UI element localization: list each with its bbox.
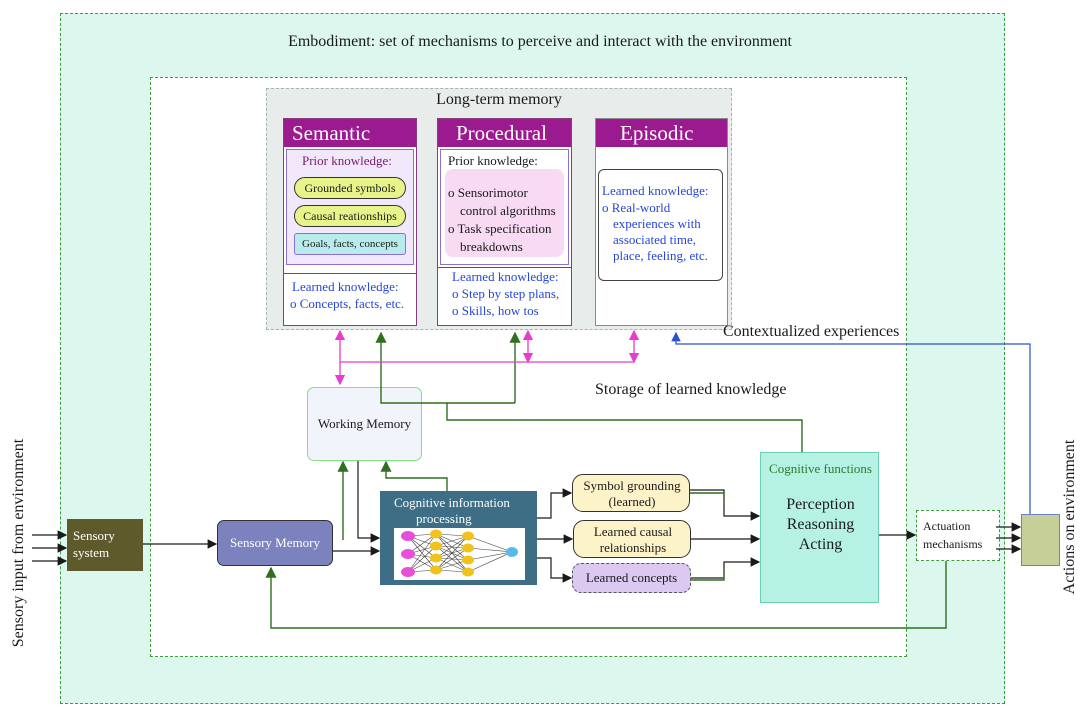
semantic-prior-title: Prior knowledge: (302, 153, 392, 168)
actuation-mechanisms-box: Actuation mechanisms (916, 510, 1000, 561)
procedural-learned-item-1: o Step by step plans, (452, 286, 560, 301)
sensory-input-label: Sensory input from environment (10, 438, 27, 648)
episodic-learned-item-2: experiences with (613, 216, 701, 231)
cip-title-line-1: Cognitive information (394, 495, 510, 510)
neural-network-icon (401, 529, 518, 577)
procedural-prior-pad (445, 169, 564, 257)
semantic-column: Semantic Prior knowledge: Grounded symbo… (283, 118, 417, 326)
semantic-learned-title: Learned knowledge: (292, 279, 399, 294)
arrow-storage-of-learned-knowledge (375, 331, 803, 452)
arrow-symbol-grounding-green (690, 492, 725, 500)
cognitive-functions-title: Cognitive functions (769, 461, 872, 476)
semantic-pill-causal: Causal reationships (294, 205, 406, 227)
actuation-output-arrows (996, 522, 1022, 554)
procedural-header: Procedural (438, 119, 571, 147)
arrow-contextualized-experiences (671, 331, 1031, 514)
arrow-symbol-grounding-to-cog (690, 489, 761, 521)
learned-causal-line-1: Learned causal (593, 524, 673, 539)
cognitive-function-perception: Perception (786, 496, 855, 513)
episodic-learned-title: Learned knowledge: (602, 183, 709, 198)
arrow-cip-to-working-memory (380, 460, 448, 491)
episodic-learned-item-1: o Real-world (602, 200, 671, 215)
arrow-concepts-green (691, 572, 725, 581)
cognitive-functions-box: Cognitive functions Perception Reasoning… (760, 452, 879, 603)
episodic-header: Episodic (596, 119, 727, 147)
symbol-grounding-line-2: (learned) (608, 494, 656, 509)
procedural-learned-title: Learned knowledge: (452, 269, 559, 284)
sensory-system-box: Sensory system (67, 519, 143, 571)
episodic-learned-item-4: place, feeling, etc. (613, 248, 708, 263)
cip-title-line-2: processing (416, 511, 472, 526)
learned-concepts-box: Learned concepts (572, 563, 691, 593)
actuation-line-2: mechanisms (923, 537, 983, 551)
semantic-header: Semantic (284, 119, 416, 147)
semantic-divider (284, 273, 416, 274)
sensory-input-arrows (32, 530, 68, 566)
working-memory-box: Working Memory (307, 387, 422, 461)
arrow-concepts-to-cog (691, 557, 761, 579)
arrow-cip-to-concepts (537, 557, 573, 583)
procedural-prior-item-4: breakdowns (460, 239, 523, 254)
semantic-pill-grounded-symbols: Grounded symbols (294, 177, 406, 199)
procedural-divider (438, 267, 571, 268)
arrow-actuation-feedback-to-sensory-memory (265, 561, 947, 629)
learned-causal-line-2: relationships (599, 540, 667, 555)
procedural-prior-title: Prior knowledge: (448, 153, 538, 168)
cognitive-function-reasoning: Reasoning (786, 516, 855, 533)
sensory-memory-box: Sensory Memory (217, 520, 333, 566)
semantic-learned-item: o Concepts, facts, etc. (290, 296, 405, 311)
semantic-pill-goals: Goals, facts, concepts (294, 233, 406, 255)
episodic-column: Episodic Learned knowledge: o Real-world… (595, 118, 728, 326)
episodic-learned-item-3: associated time, (613, 232, 697, 247)
sensory-system-line-1: Sensory (73, 528, 115, 543)
long-term-memory-title: Long-term memory (436, 91, 562, 108)
arrow-cip-to-symbol-grounding (537, 488, 573, 519)
procedural-prior-item-1: o Sensorimotor (448, 185, 528, 200)
arrow-working-memory-to-cip (357, 461, 381, 543)
episodic-learned-box (598, 169, 723, 281)
symbol-grounding-line-1: Symbol grounding (583, 478, 681, 493)
storage-of-learned-knowledge-label: Storage of learned knowledge (595, 381, 787, 398)
procedural-prior-item-3: o Task specification (448, 221, 552, 236)
procedural-learned-item-2: o Skills, how tos (452, 303, 539, 318)
procedural-column: Procedural Prior knowledge: o Sensorimot… (437, 118, 572, 326)
symbol-grounding-box: Symbol grounding (learned) (572, 474, 690, 512)
embodiment-label: Embodiment: set of mechanisms to perceiv… (288, 33, 792, 50)
contextualized-experiences-label: Contextualized experiences (723, 323, 900, 340)
actuation-line-1: Actuation (923, 519, 971, 533)
sensory-system-line-2: system (73, 545, 110, 560)
actions-on-environment-label: Actions on environment (1061, 439, 1078, 595)
learned-causal-box: Learned causal relationships (573, 520, 691, 558)
cognitive-function-acting: Acting (798, 536, 843, 553)
procedural-prior-item-2: control algorithms (460, 203, 556, 218)
actions-on-environment-box (1021, 514, 1060, 566)
